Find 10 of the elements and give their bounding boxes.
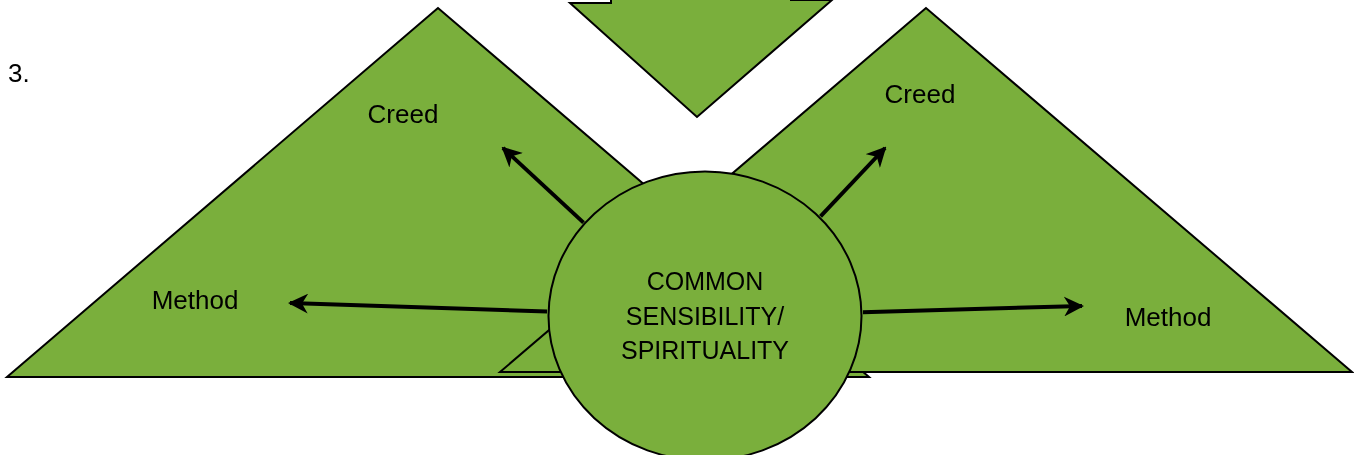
arrow [501, 146, 585, 225]
circle-text: COMMON SENSIBILITY/ SPIRITUALITY [619, 266, 791, 367]
arrow [288, 293, 548, 314]
step-number: 3. [8, 58, 30, 89]
arrow [819, 146, 887, 218]
node-text: Creed [355, 100, 451, 134]
node-text: Method [137, 286, 253, 320]
arrow [862, 296, 1084, 317]
node-text: Creed [872, 80, 968, 114]
node-text: Method [1110, 303, 1226, 337]
